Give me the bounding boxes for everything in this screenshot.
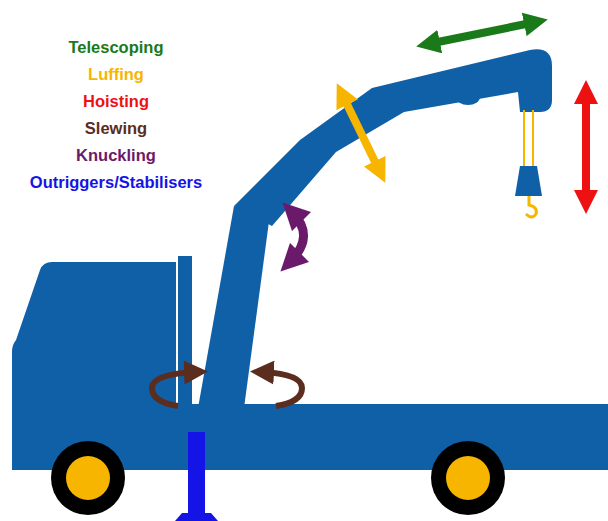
outrigger-leg xyxy=(188,432,205,514)
legend-entry: Knuckling xyxy=(14,142,218,169)
cab-post xyxy=(178,256,192,406)
legend-entry: Outriggers/Stabilisers xyxy=(14,169,218,196)
slewing-arrow xyxy=(152,372,196,406)
legend-text: Hoisting xyxy=(83,92,149,110)
legend-entry: Hoisting xyxy=(14,88,218,115)
knuckling-arrow xyxy=(290,212,304,262)
legend: TelescopingLuffingHoistingSlewingKnuckli… xyxy=(14,34,218,196)
luffing-arrow xyxy=(342,94,380,172)
telescoping-arrow xyxy=(428,22,536,44)
legend-entry: Slewing xyxy=(14,115,218,142)
legend-text: Luffing xyxy=(88,65,144,83)
hoist-rope xyxy=(523,110,525,168)
legend-text: Outriggers/Stabilisers xyxy=(30,173,202,191)
slewing-arrow xyxy=(262,372,302,406)
crane-column xyxy=(198,206,270,408)
crane-boom xyxy=(234,49,552,226)
legend-entry: Luffing xyxy=(14,61,218,88)
wheel xyxy=(431,441,505,515)
boom-cylinder xyxy=(456,89,480,105)
hook-block xyxy=(515,166,542,196)
legend-text: Telescoping xyxy=(68,38,163,56)
outrigger-foot xyxy=(175,513,218,521)
hoist-rope xyxy=(532,110,534,168)
legend-text: Knuckling xyxy=(76,146,156,164)
legend-text: Slewing xyxy=(85,119,147,137)
legend-entry: Telescoping xyxy=(14,34,218,61)
hoisting-arrow xyxy=(582,92,590,202)
hook xyxy=(526,196,536,217)
wheel-hub xyxy=(446,456,490,500)
wheel xyxy=(51,441,125,515)
wheel-hub xyxy=(66,456,110,500)
